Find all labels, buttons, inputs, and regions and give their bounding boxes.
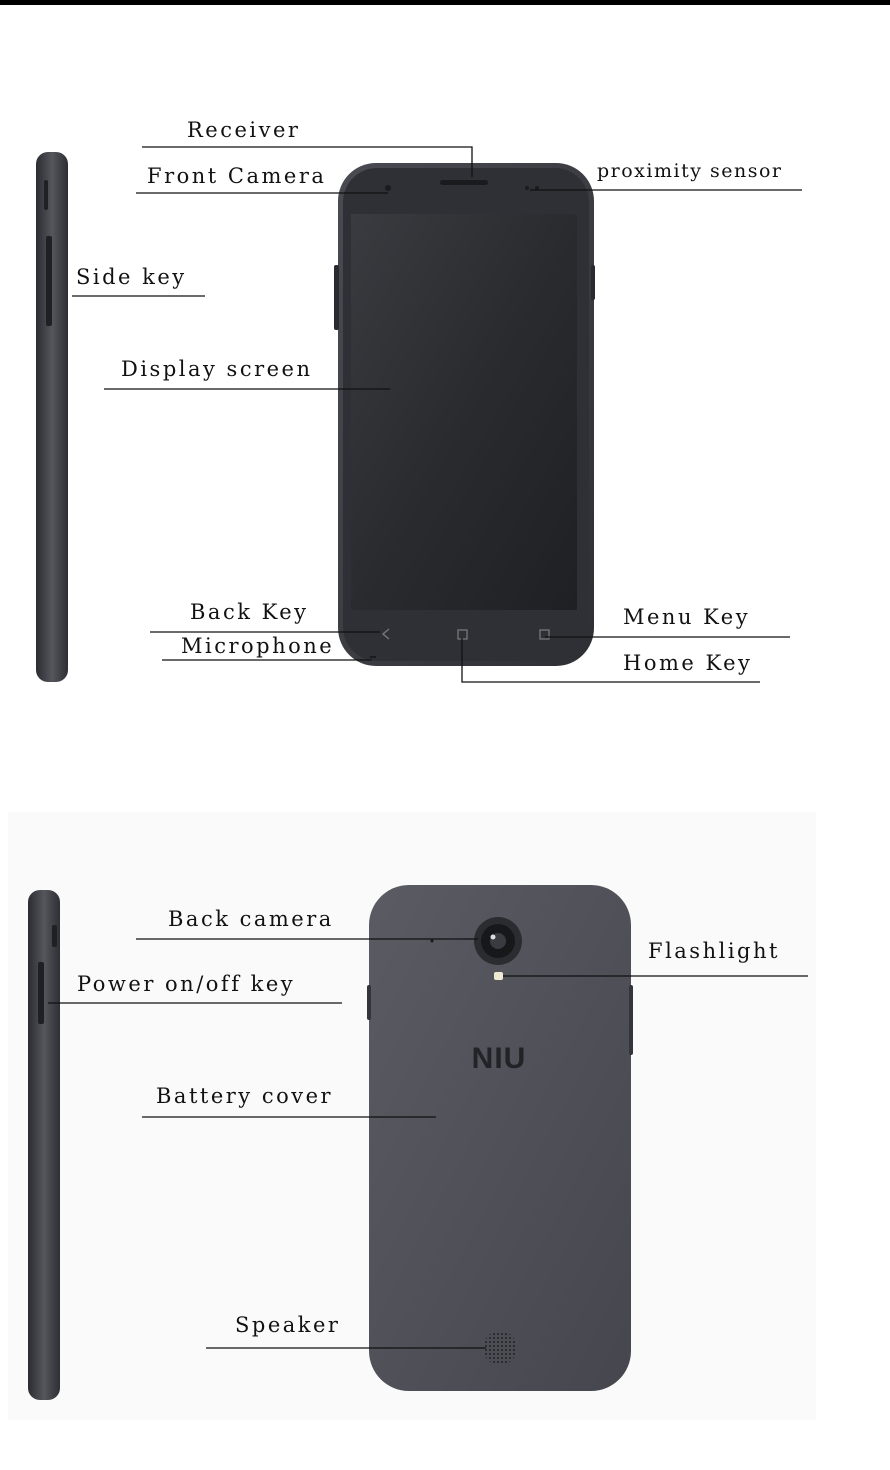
label-receiver: Receiver: [187, 118, 300, 142]
label-front-camera: Front Camera: [147, 164, 326, 188]
microphone-hole: [370, 656, 376, 658]
label-power-key: Power on/off key: [77, 972, 295, 996]
label-battery-cover: Battery cover: [156, 1084, 333, 1108]
secondary-mic-hole: [431, 940, 434, 943]
display-screen: [351, 214, 577, 610]
label-flashlight: Flashlight: [648, 939, 780, 963]
label-menu-key: Menu Key: [623, 605, 750, 629]
label-proximity-sensor: proximity sensor: [597, 159, 782, 183]
label-microphone: Microphone: [181, 634, 334, 658]
receiver-slot: [440, 180, 488, 185]
front-side-profile: [36, 152, 68, 682]
front-camera-lens: [385, 185, 391, 191]
back-camera-lens: [474, 917, 522, 965]
niu-logo: NIU: [472, 1042, 527, 1075]
label-speaker: Speaker: [235, 1313, 340, 1337]
label-back-camera: Back camera: [168, 907, 334, 931]
label-side-key: Side key: [76, 265, 187, 289]
label-back-key: Back Key: [190, 600, 309, 624]
back-side-profile: [28, 890, 60, 1400]
speaker-grille: [483, 1331, 517, 1365]
label-display-screen: Display screen: [121, 357, 313, 381]
flashlight-lamp: [494, 972, 503, 980]
label-home-key: Home Key: [623, 651, 752, 675]
proximity-sensor-dot: [525, 186, 529, 190]
